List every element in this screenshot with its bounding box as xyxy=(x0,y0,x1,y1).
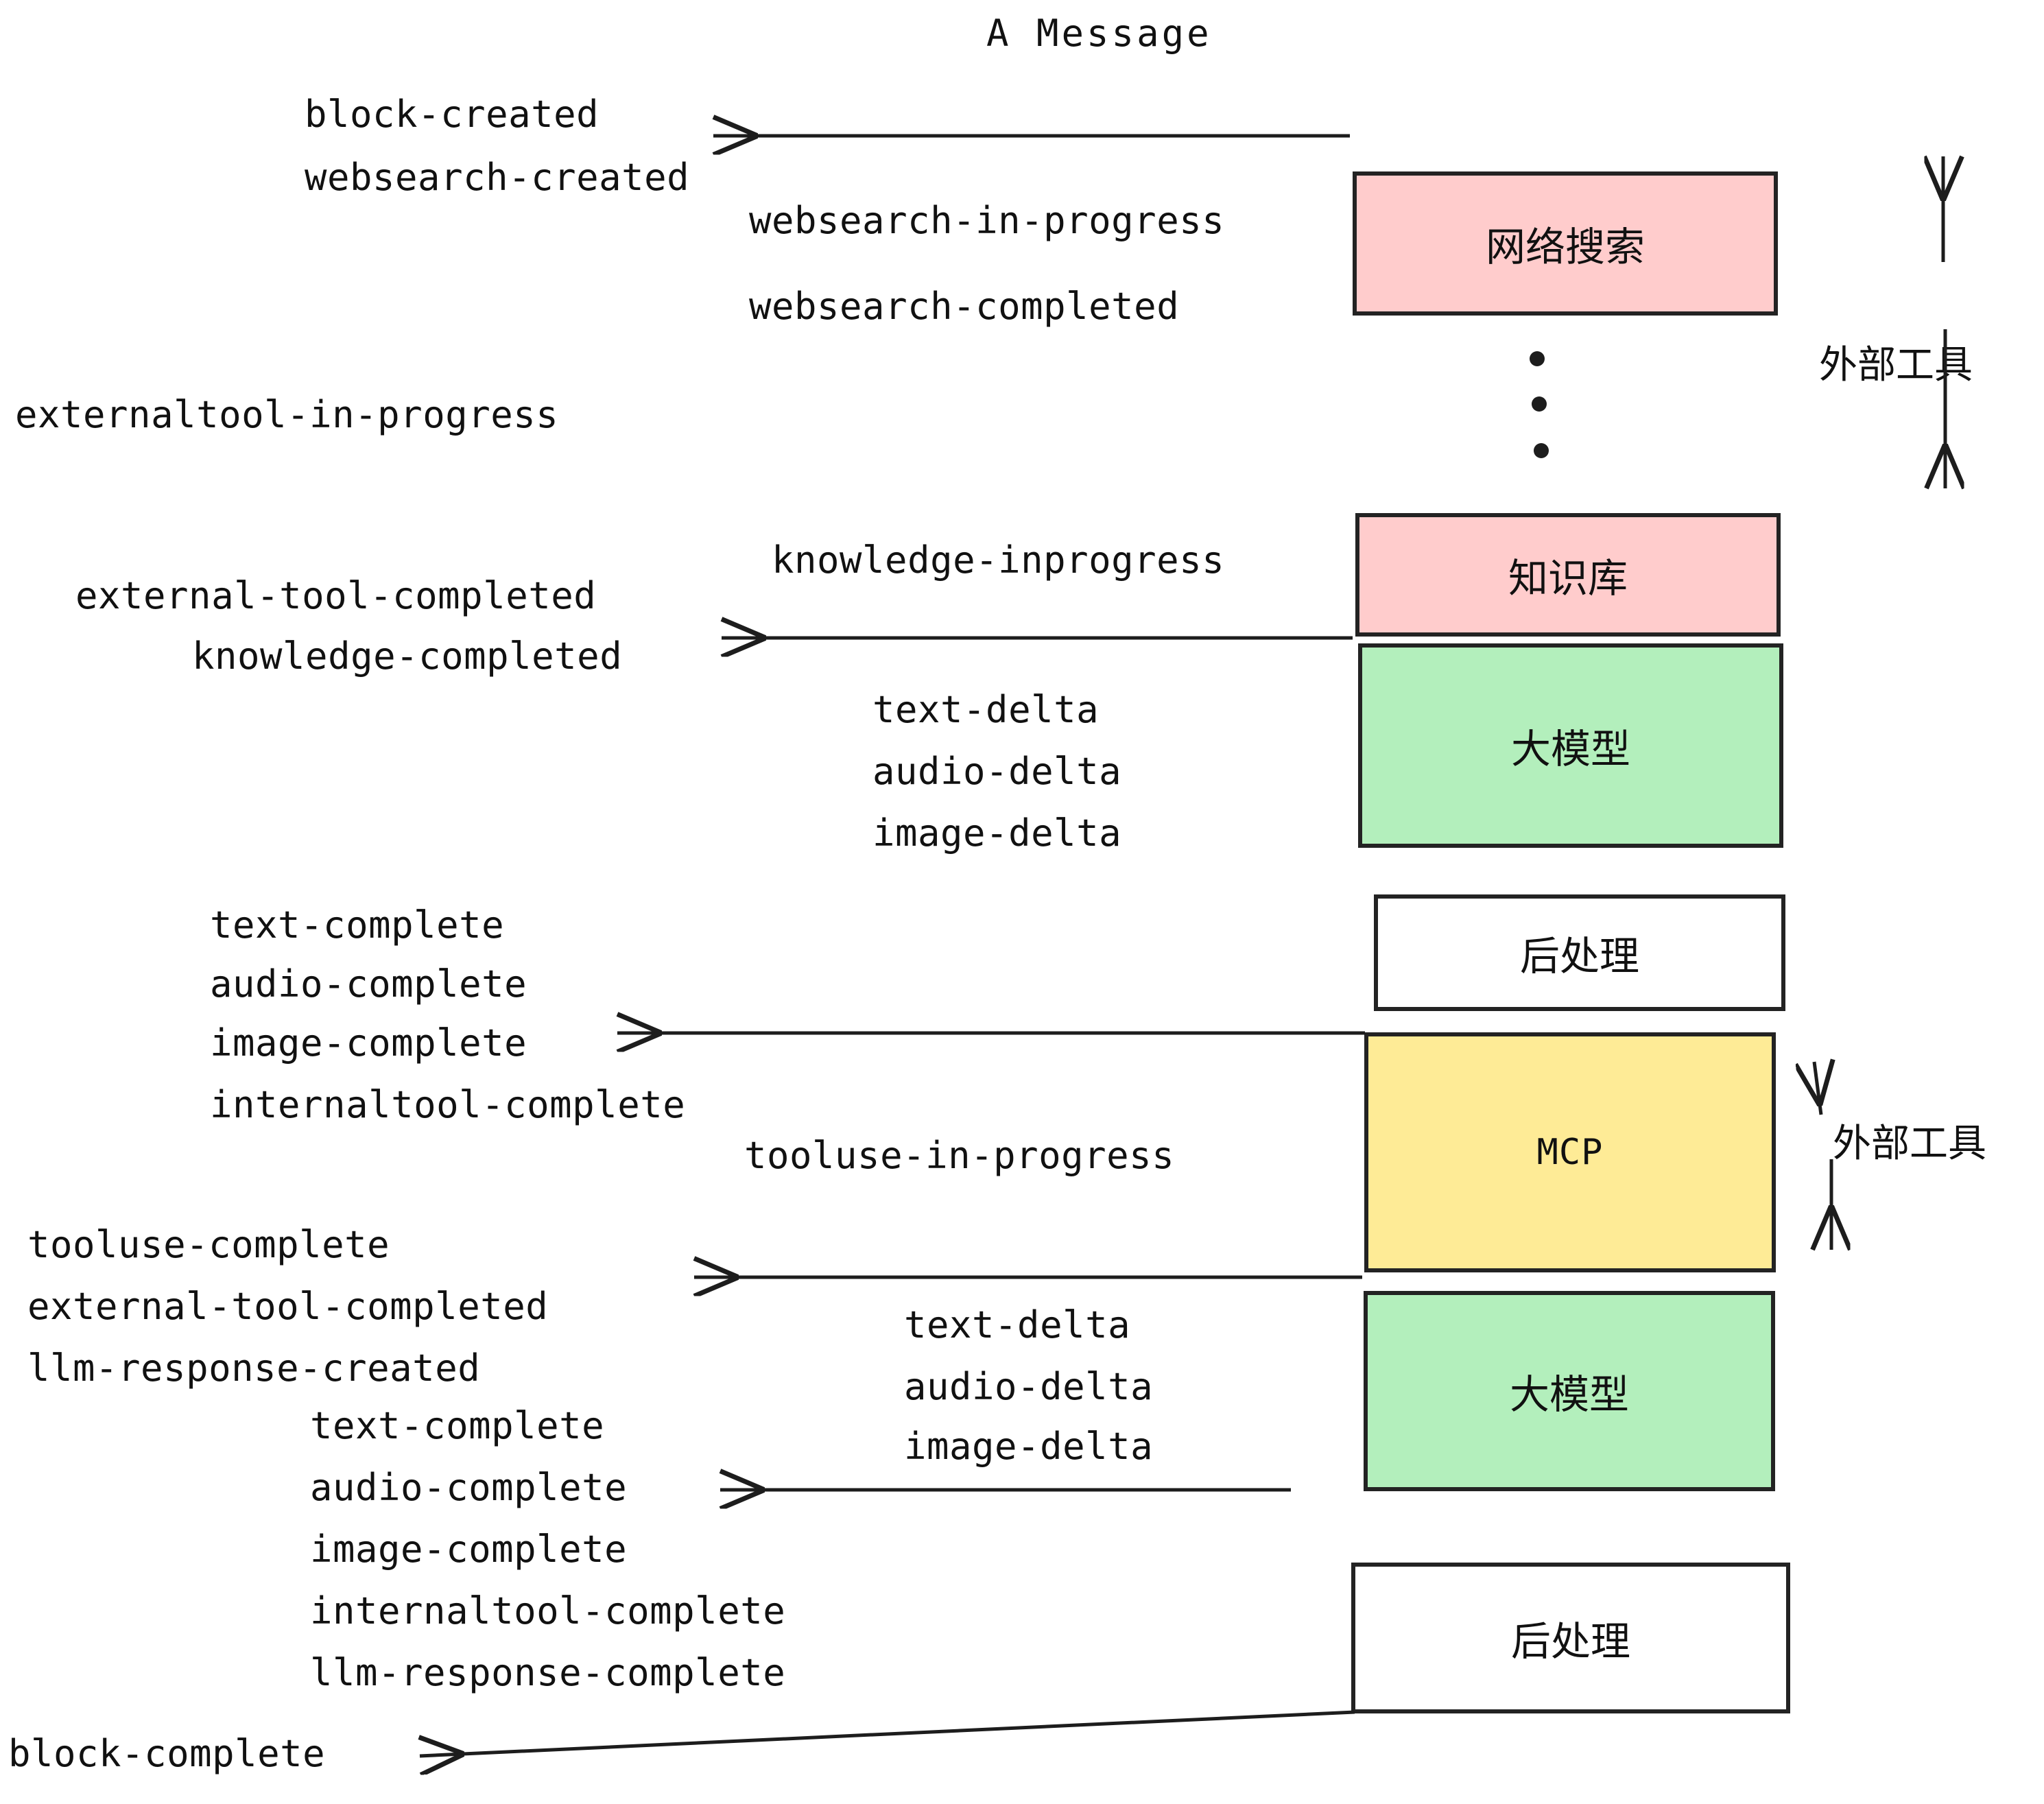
event-knowledge-inprogress: knowledge-inprogress xyxy=(772,538,1225,582)
event-llm-response-created: llm-response-created xyxy=(27,1346,481,1390)
box-mcp-label: MCP xyxy=(1536,1132,1604,1173)
event-knowledge-completed: knowledge-completed xyxy=(192,634,623,678)
event-audio-complete-1: audio-complete xyxy=(210,962,527,1006)
event-image-delta-1: image-delta xyxy=(872,811,1122,855)
event-text-complete-1: text-complete xyxy=(210,903,505,947)
event-text-complete-2: text-complete xyxy=(310,1404,605,1447)
event-audio-delta-2: audio-delta xyxy=(904,1365,1154,1408)
event-image-complete-1: image-complete xyxy=(210,1021,527,1065)
ellipsis-dot-1 xyxy=(1530,351,1545,366)
box-postprocess-2-label: 后处理 xyxy=(1510,1618,1630,1665)
event-tooluse-in-progress: tooluse-in-progress xyxy=(744,1134,1175,1177)
annotation-external-tools-bottom: 外部工具 xyxy=(1833,1121,1986,1166)
arrow-postprocess2-to-block-complete xyxy=(420,1710,1355,1756)
ellipsis-dot-2 xyxy=(1532,396,1547,412)
event-llm-response-complete: llm-response-complete xyxy=(310,1651,786,1694)
event-image-delta-2: image-delta xyxy=(904,1425,1154,1468)
box-llm-2[interactable]: 大模型 xyxy=(1364,1291,1775,1491)
event-external-tool-completed-1: external-tool-completed xyxy=(75,574,597,617)
event-image-complete-2: image-complete xyxy=(310,1528,628,1571)
event-audio-delta-1: audio-delta xyxy=(872,750,1122,793)
ellipsis-dot-3 xyxy=(1534,443,1549,458)
event-block-complete: block-complete xyxy=(8,1732,326,1775)
event-external-tool-completed-2: external-tool-completed xyxy=(27,1285,549,1328)
box-llm-2-label: 大模型 xyxy=(1509,1371,1629,1418)
box-knowledge-label: 知识库 xyxy=(1508,555,1628,602)
event-audio-complete-2: audio-complete xyxy=(310,1466,628,1509)
event-websearch-created: websearch-created xyxy=(305,156,690,199)
box-websearch[interactable]: 网络搜索 xyxy=(1353,171,1778,316)
annotation-external-tools-top: 外部工具 xyxy=(1819,343,1973,388)
event-text-delta-2: text-delta xyxy=(904,1303,1131,1346)
box-postprocess-2[interactable]: 后处理 xyxy=(1351,1563,1790,1713)
box-mcp[interactable]: MCP xyxy=(1364,1032,1776,1272)
event-internaltool-complete-1: internaltool-complete xyxy=(210,1083,686,1126)
event-text-delta-1: text-delta xyxy=(872,688,1100,731)
box-postprocess-1[interactable]: 后处理 xyxy=(1374,894,1785,1011)
event-tooluse-complete: tooluse-complete xyxy=(27,1223,390,1266)
box-websearch-label: 网络搜索 xyxy=(1485,224,1645,270)
box-postprocess-1-label: 后处理 xyxy=(1519,933,1639,980)
event-block-created: block-created xyxy=(305,93,599,136)
box-llm-1-label: 大模型 xyxy=(1510,726,1630,772)
event-websearch-in-progress: websearch-in-progress xyxy=(749,199,1225,242)
diagram-title: A Message xyxy=(986,12,1212,55)
arrow-external-tools-bottom-up xyxy=(1814,1062,1821,1115)
event-internaltool-complete-2: internaltool-complete xyxy=(310,1589,786,1633)
box-knowledge[interactable]: 知识库 xyxy=(1355,513,1781,637)
event-externaltool-in-progress: externaltool-in-progress xyxy=(15,393,559,436)
box-llm-1[interactable]: 大模型 xyxy=(1358,643,1783,848)
event-websearch-completed: websearch-completed xyxy=(749,285,1180,328)
